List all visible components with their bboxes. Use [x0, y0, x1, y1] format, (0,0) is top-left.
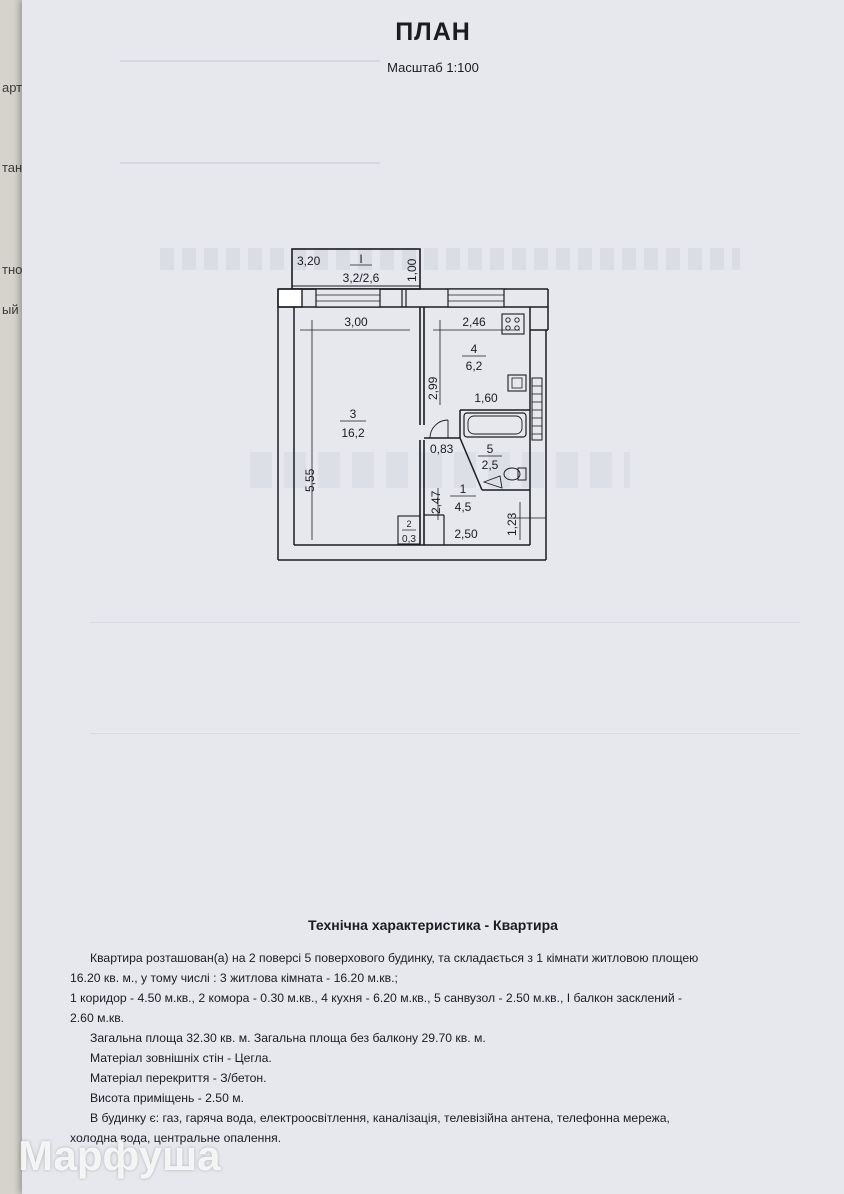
tech-walls: Матеріал зовнішніх стін - Цегла.	[90, 1051, 272, 1065]
stove	[501, 313, 525, 335]
corridor-depth-label: 2,47	[429, 490, 443, 514]
tech-height: Висота приміщень - 2.50 м.	[90, 1091, 245, 1105]
toilet	[503, 467, 521, 481]
window-room3	[315, 288, 381, 308]
balcony-number-label: I	[359, 252, 362, 266]
corridor-width-label: 2,50	[454, 527, 478, 541]
bathtub	[463, 412, 527, 438]
underlying-text: тно	[2, 262, 23, 277]
document-page	[22, 0, 844, 1194]
wall-corner	[277, 288, 303, 308]
kitchen-width-label: 2,46	[462, 315, 486, 329]
room1-area: 4,5	[455, 500, 472, 514]
bleed-through-band	[250, 452, 630, 488]
watermark: Марфуша	[18, 1132, 221, 1179]
balcony-depth-label: 1,00	[405, 258, 419, 282]
vent-shaft	[531, 377, 543, 441]
tech-floors: Матеріал перекриття - З/бетон.	[90, 1071, 267, 1085]
balcony-width-label: 3,20	[297, 254, 321, 268]
room3-length-label: 5,55	[303, 468, 317, 492]
kitchen-sink	[507, 374, 527, 392]
bath-sink	[482, 475, 503, 489]
floor-plan: 3,20 I 3,2/2,6 1,00 3,00 2,46 4 6,2 2,99…	[277, 248, 549, 561]
tech-title: Технічна характеристика - Квартира	[308, 917, 558, 933]
tech-line: 2.60 м.кв.	[70, 1011, 125, 1025]
tech-total: Загальна площа 32.30 кв. м. Загальна пло…	[90, 1031, 486, 1045]
balcony-area-label: 3,2/2,6	[343, 271, 380, 285]
bleed-through-table	[90, 622, 800, 734]
scale-label: Масштаб 1:100	[387, 60, 479, 75]
partition-bath-diagonal	[459, 437, 483, 491]
room3-width-label: 3,00	[344, 315, 368, 329]
page-title: ПЛАН	[395, 18, 471, 46]
room4-number: 4	[471, 342, 478, 356]
underlying-sheet	[0, 0, 24, 1194]
tech-line: 1 коридор - 4.50 м.кв., 2 комора - 0.30 …	[70, 991, 683, 1005]
room2-number: 2	[406, 519, 411, 529]
tech-line: 16.20 кв. м., у тому числі : 3 житлова к…	[70, 971, 398, 985]
corridor-side-label: 1,23	[505, 512, 519, 536]
room3-area: 16,2	[341, 426, 365, 440]
kitchen-depth-label: 2,99	[426, 376, 440, 400]
room5-area: 2,5	[482, 458, 499, 472]
room2-area: 0,3	[402, 534, 416, 545]
door-swing	[429, 419, 449, 439]
room3-number: 3	[350, 407, 357, 421]
bleed-through-band	[160, 248, 740, 270]
room1-number: 1	[460, 482, 467, 496]
bleed-through-stamp	[120, 60, 380, 164]
tech-description: Квартира розташован(а) на 2 поверсі 5 по…	[70, 948, 830, 1148]
tech-utilities: холодна вода, центральне опалення.	[70, 1131, 282, 1145]
room4-area: 6,2	[466, 359, 483, 373]
tech-utilities: В будинку є: газ, гаряча вода, електроос…	[90, 1111, 670, 1125]
underlying-text: ый	[2, 302, 19, 317]
bath-depth-label: 0,83	[430, 442, 454, 456]
bath-width-label: 1,60	[474, 391, 498, 405]
storage-room-2	[397, 515, 421, 545]
room5-number: 5	[487, 442, 494, 456]
window-kitchen	[447, 288, 505, 308]
tech-line: Квартира розташован(а) на 2 поверсі 5 по…	[90, 951, 699, 965]
